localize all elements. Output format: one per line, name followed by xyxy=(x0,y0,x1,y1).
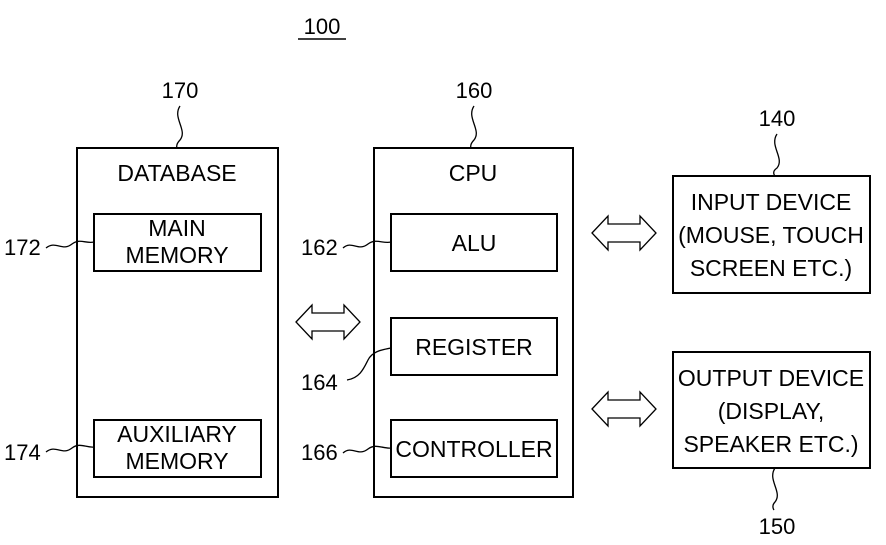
input-device-line2: (MOUSE, TOUCH xyxy=(678,222,864,248)
database-title: DATABASE xyxy=(117,160,236,186)
database-ref: 170 xyxy=(162,78,199,103)
cpu-block: 160 CPU ALU 162 REGISTER 164 CONTROLLER … xyxy=(301,78,574,498)
main-memory-box xyxy=(93,213,262,272)
input-device-line1: INPUT DEVICE xyxy=(691,189,852,215)
auxiliary-memory-line2: MEMORY xyxy=(125,448,228,474)
input-device-line3: SCREEN ETC.) xyxy=(690,255,852,281)
register-leader xyxy=(346,347,392,381)
main-memory-line2: MEMORY xyxy=(125,242,228,268)
figure-number: 100 xyxy=(304,14,341,39)
output-device-leader xyxy=(772,467,778,511)
alu-box xyxy=(390,213,558,272)
input-device-ref: 140 xyxy=(759,106,796,131)
cpu-input-double-arrow xyxy=(591,214,657,252)
cpu-leader xyxy=(470,105,477,151)
database-cpu-double-arrow xyxy=(295,303,361,341)
alu-label: ALU xyxy=(452,230,497,256)
input-device-leader xyxy=(773,133,780,177)
auxiliary-memory-box xyxy=(93,419,262,478)
register-ref: 164 xyxy=(301,370,338,395)
output-device-line1: OUTPUT DEVICE xyxy=(678,365,864,391)
controller-label: CONTROLLER xyxy=(395,436,552,462)
database-leader xyxy=(176,105,183,151)
output-device-line3: SPEAKER ETC.) xyxy=(683,431,858,457)
alu-leader xyxy=(342,240,392,249)
controller-leader xyxy=(342,445,392,454)
auxiliary-memory-ref: 174 xyxy=(4,440,41,465)
cpu-output-double-arrow xyxy=(591,390,657,428)
main-memory-ref: 172 xyxy=(4,235,41,260)
register-label: REGISTER xyxy=(415,334,533,360)
output-device-block: OUTPUT DEVICE (DISPLAY, SPEAKER ETC.) 15… xyxy=(672,351,871,539)
cpu-title: CPU xyxy=(449,160,498,186)
cpu-ref: 160 xyxy=(456,78,493,103)
input-device-box xyxy=(672,175,871,294)
controller-ref: 166 xyxy=(301,440,338,465)
controller-box xyxy=(390,419,558,478)
output-device-line2: (DISPLAY, xyxy=(718,398,825,424)
auxiliary-memory-line1: AUXILIARY xyxy=(117,421,237,447)
output-device-ref: 150 xyxy=(759,514,796,539)
output-device-box xyxy=(672,351,871,469)
input-device-block: 140 INPUT DEVICE (MOUSE, TOUCH SCREEN ET… xyxy=(672,106,871,294)
database-block: 170 DATABASE MAIN MEMORY 172 AUXILIARY M… xyxy=(4,78,279,498)
register-box xyxy=(390,317,558,376)
main-memory-line1: MAIN xyxy=(148,215,206,241)
alu-ref: 162 xyxy=(301,235,338,260)
main-memory-leader xyxy=(45,240,95,249)
auxiliary-memory-leader xyxy=(45,444,95,453)
